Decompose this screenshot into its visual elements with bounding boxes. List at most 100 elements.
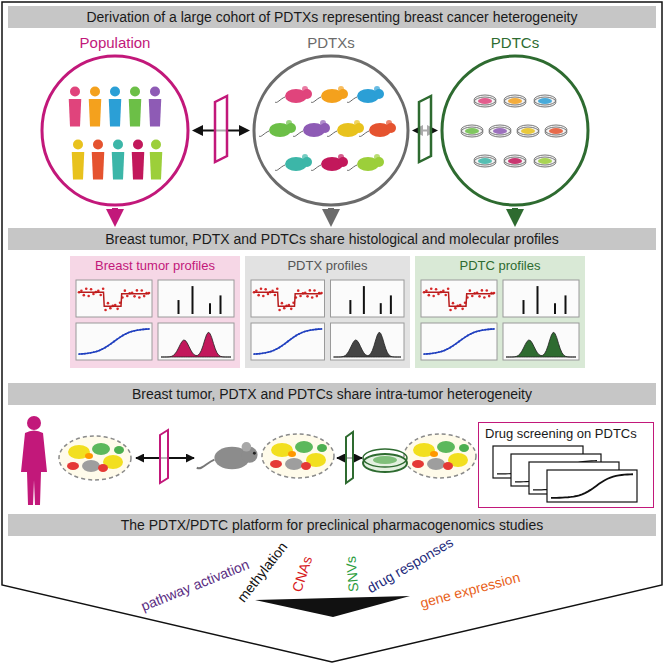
- mouse-icons: [275, 165, 285, 170]
- mini-chart: [87, 295, 90, 298]
- mouse-icons: [259, 131, 269, 136]
- dish-icons: [538, 158, 552, 164]
- data-type-label: gene expression: [418, 569, 521, 611]
- mini-chart: [321, 328, 323, 330]
- human-icons: [129, 99, 142, 127]
- mouse-icon: [197, 442, 258, 469]
- human-icons: [72, 152, 85, 180]
- mouse-icon: [253, 452, 256, 455]
- mini-chart: [476, 331, 478, 333]
- glass-panes: [419, 96, 431, 162]
- mouse-icons: [293, 131, 303, 136]
- dish-icons: [489, 125, 511, 135]
- dish-icons: [508, 98, 522, 104]
- data-type-label: SNVs: [342, 555, 361, 592]
- mini-chart: [331, 280, 405, 317]
- mini-chart: [331, 280, 405, 317]
- mini-chart: [259, 353, 261, 355]
- cohort-ellipse: [40, 54, 190, 207]
- mini-chart: [99, 294, 102, 297]
- mini-chart: [493, 328, 495, 330]
- human-icons: [151, 140, 161, 150]
- mini-chart: [158, 280, 234, 317]
- human-icons: [113, 140, 123, 150]
- human-icons: [92, 152, 105, 180]
- mini-chart: [107, 302, 110, 305]
- dish-icons: [549, 128, 563, 134]
- mini-chart: [452, 345, 454, 347]
- mini-chart: [76, 323, 152, 360]
- mini-chart: [449, 347, 451, 349]
- mini-chart: [84, 353, 86, 355]
- mini-chart: [283, 307, 286, 310]
- mini-chart: [158, 323, 234, 360]
- mini-chart: [90, 288, 93, 291]
- mini-chart: [430, 287, 433, 290]
- mini-chart: [483, 296, 486, 299]
- mini-chart: [307, 330, 309, 332]
- mini-chart: [424, 292, 494, 306]
- mini-chart: [464, 336, 466, 338]
- banner-text: The PDTX/PDTC platform for preclinical p…: [115, 517, 550, 534]
- mini-chart: [565, 295, 567, 314]
- mini-chart: [478, 295, 481, 298]
- human-icons: [132, 152, 145, 180]
- mini-chart: [264, 288, 267, 291]
- tumor-icons: [404, 434, 476, 478]
- mini-chart: [93, 351, 95, 353]
- mini-chart: [178, 300, 180, 314]
- mouse-icons: [338, 86, 344, 92]
- mouse-icons: [311, 165, 321, 170]
- mini-chart: [251, 323, 325, 360]
- mini-chart: [96, 351, 98, 353]
- cohort-group: PDTXs: [252, 32, 410, 207]
- mini-chart: [262, 295, 265, 298]
- mouse-icons: [311, 97, 321, 102]
- human-icons: [149, 99, 162, 127]
- mouse-icons: [338, 154, 344, 160]
- mini-chart: [421, 323, 497, 360]
- mini-chart: [133, 295, 136, 298]
- mini-chart: [471, 295, 474, 298]
- panel-title: Drug screening on PDTCs: [479, 423, 653, 445]
- human-icons: [109, 99, 122, 127]
- mini-chart: [251, 280, 325, 317]
- mouse-icons: [386, 120, 392, 126]
- mini-chart: [503, 323, 579, 360]
- panel-title: Breast tumor profiles: [70, 256, 240, 274]
- mini-chart: [454, 307, 457, 310]
- mini-chart: [126, 295, 129, 298]
- mini-chart: [426, 353, 428, 355]
- mini-chart: [424, 329, 494, 354]
- cohort-ellipse: [254, 56, 408, 205]
- mini-chart: [306, 295, 309, 298]
- mini-chart: [192, 286, 194, 314]
- culture-dish-icon: [363, 449, 407, 467]
- mini-chart: [273, 349, 275, 351]
- mini-chart: [251, 323, 325, 360]
- mini-chart: [331, 323, 405, 360]
- mini-chart: [267, 351, 269, 353]
- mini-chart: [297, 289, 300, 292]
- mini-chart: [270, 351, 272, 353]
- mini-chart: [467, 335, 469, 337]
- mini-chart: [138, 296, 141, 299]
- mini-chart: [104, 309, 107, 312]
- panel-title: PDTC profiles: [415, 256, 585, 274]
- mini-chart: [276, 287, 279, 290]
- mini-chart: [432, 352, 434, 354]
- mini-chart: [99, 349, 101, 351]
- mini-chart: [380, 303, 382, 314]
- mini-chart: [136, 289, 139, 292]
- tumor-icons: [262, 434, 334, 478]
- mini-chart: [444, 349, 446, 351]
- mini-chart: [435, 288, 438, 291]
- mini-chart: [78, 353, 80, 355]
- mini-chart: [102, 287, 105, 290]
- mini-chart: [281, 345, 283, 347]
- human-icons: [73, 140, 83, 150]
- mini-chart: [484, 329, 486, 331]
- cohort-group: PDTCs: [440, 32, 590, 207]
- mini-chart: [87, 352, 89, 354]
